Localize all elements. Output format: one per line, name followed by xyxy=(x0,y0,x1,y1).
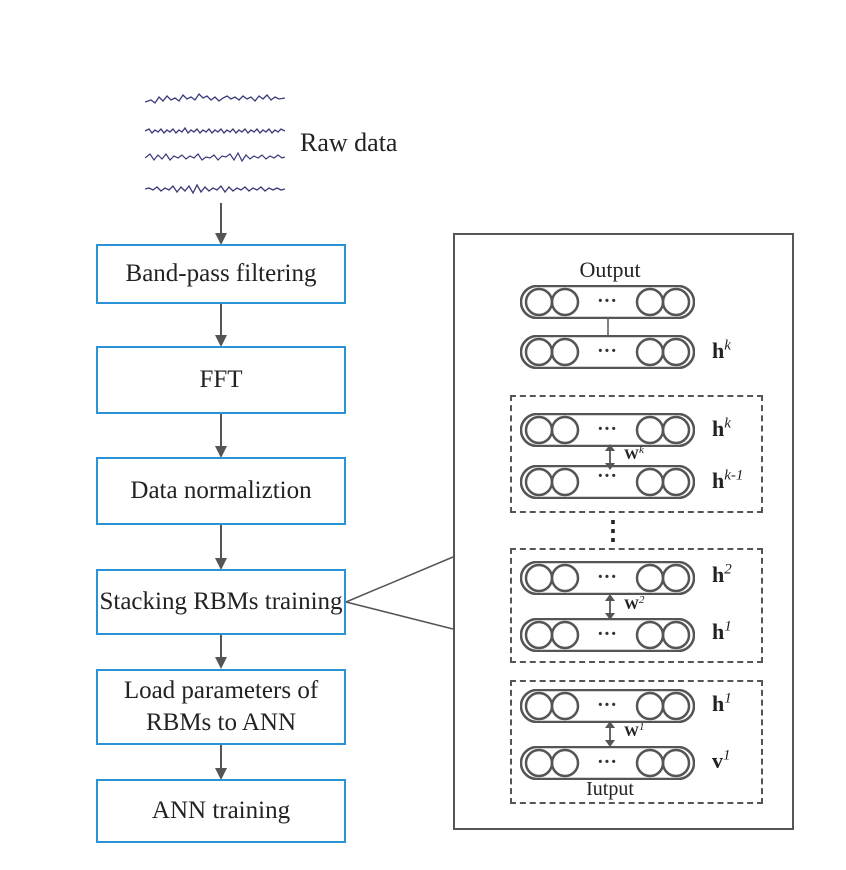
neuron-layer: ··· xyxy=(520,561,695,595)
flow-step-stacking-rbms-training: Stacking RBMs training xyxy=(96,569,346,635)
weight-label: W1 xyxy=(624,721,645,741)
input-label: Iutput xyxy=(586,778,634,800)
vertical-ellipsis: ⋮ xyxy=(600,516,626,545)
flow-step-label: ANN training xyxy=(151,797,291,824)
flow-step-ann-training: ANN training xyxy=(96,779,346,843)
weight-label: W2 xyxy=(624,594,645,614)
layer-label: h2 xyxy=(712,561,732,587)
raw-data-label: Raw data xyxy=(300,128,398,157)
flow-step-label: FFT xyxy=(199,366,243,393)
svg-text:···: ··· xyxy=(597,418,617,440)
layer-connector xyxy=(607,318,609,336)
eeg-signal-3 xyxy=(145,151,285,163)
rbm-group-middle xyxy=(510,548,763,663)
rbm-group-top xyxy=(510,395,763,513)
svg-text:···: ··· xyxy=(597,340,617,362)
flow-step-load-parameters: Load parameters of RBMs to ANN xyxy=(96,669,346,745)
arrow-down-icon xyxy=(215,303,227,347)
svg-text:···: ··· xyxy=(597,694,617,716)
layer-label-hk: hk xyxy=(712,337,731,363)
svg-text:···: ··· xyxy=(597,465,617,487)
double-arrow-icon xyxy=(605,594,615,620)
svg-text:···: ··· xyxy=(597,623,617,645)
layer-label: hk xyxy=(712,415,731,441)
layer-label: h1 xyxy=(712,618,732,644)
layer-ellipsis: ··· xyxy=(597,290,617,312)
flow-step-label: Band-pass filtering xyxy=(125,260,317,287)
eeg-signal-1 xyxy=(145,92,285,104)
neuron-layer-hk: ··· xyxy=(520,335,695,369)
arrow-down-icon xyxy=(215,524,227,570)
neuron-layer: ··· xyxy=(520,746,695,780)
arrow-down-icon xyxy=(215,413,227,458)
flow-step-label-line1: Load parameters of xyxy=(123,677,319,704)
output-label: Output xyxy=(579,257,641,282)
layer-label: h1 xyxy=(712,690,732,716)
rbm-detail-panel xyxy=(453,233,794,830)
flow-step-label: Data normaliztion xyxy=(130,477,312,504)
flow-step-label: Stacking RBMs training xyxy=(99,588,343,615)
arrow-down-icon xyxy=(215,634,227,669)
rbm-group-bottom xyxy=(510,680,763,804)
flow-step-label-line2: RBMs to ANN xyxy=(145,709,297,736)
layer-label: v1 xyxy=(712,747,731,773)
eeg-signal-2 xyxy=(145,126,285,135)
neuron-layer: ··· xyxy=(520,413,695,447)
flow-step-fft: FFT xyxy=(96,346,346,414)
neuron-layer-output: ··· xyxy=(520,285,695,319)
flow-step-data-normalization: Data normaliztion xyxy=(96,457,346,525)
arrow-down-icon xyxy=(215,203,227,245)
weight-label: Wk xyxy=(624,444,644,464)
neuron-layer: ··· xyxy=(520,618,695,652)
neuron-layer: ··· xyxy=(520,465,695,499)
svg-text:···: ··· xyxy=(597,566,617,588)
flow-step-band-pass-filtering: Band-pass filtering xyxy=(96,244,346,304)
svg-text:···: ··· xyxy=(597,751,617,773)
eeg-signal-4 xyxy=(145,183,285,195)
arrow-down-icon xyxy=(215,744,227,780)
layer-label: hk-1 xyxy=(712,467,744,493)
double-arrow-icon xyxy=(605,721,615,747)
neuron-layer: ··· xyxy=(520,689,695,723)
